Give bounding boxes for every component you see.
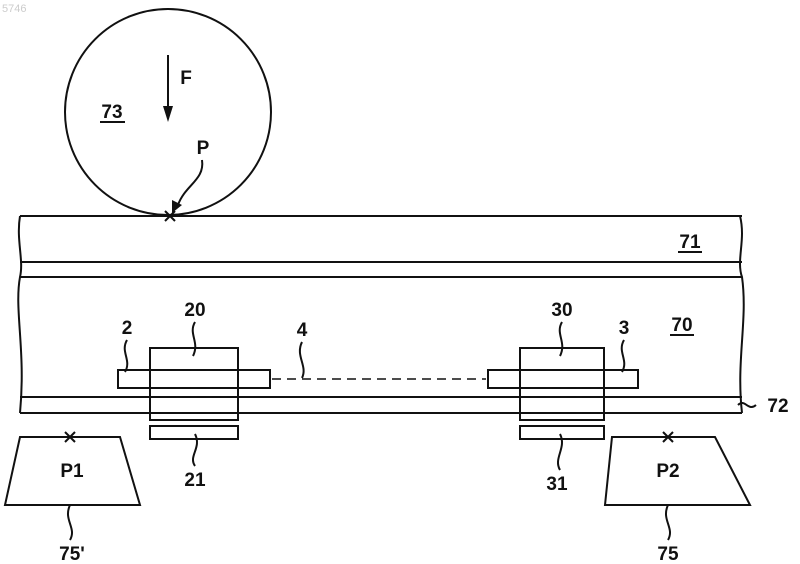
interface-layer-label: 72 bbox=[767, 396, 788, 417]
connection-leader bbox=[300, 342, 304, 378]
substrate-label: 70 bbox=[671, 315, 692, 336]
support-right-ref-label: 75 bbox=[657, 544, 679, 564]
contact-point-leader bbox=[178, 160, 202, 205]
pad-left bbox=[150, 426, 238, 439]
support-left-label: P1 bbox=[60, 461, 84, 482]
contact-point-label: P bbox=[197, 138, 210, 159]
roller-label: 73 bbox=[101, 102, 122, 123]
block-right bbox=[520, 348, 604, 420]
watermark: 5746 bbox=[2, 3, 26, 15]
block-right-leader bbox=[560, 322, 563, 356]
element-left-label: 2 bbox=[122, 318, 133, 339]
element-left bbox=[118, 370, 270, 388]
block-left-hidden-lines bbox=[152, 370, 236, 413]
block-left-label: 20 bbox=[184, 300, 205, 321]
layer-stack bbox=[18, 216, 743, 413]
support-right-leader bbox=[666, 505, 670, 540]
pad-left-label: 21 bbox=[184, 470, 206, 491]
block-right-label: 30 bbox=[551, 300, 572, 321]
support-left-ref-label: 75' bbox=[59, 544, 85, 564]
force-arrow bbox=[163, 55, 173, 122]
block-right-hidden-lines bbox=[522, 370, 602, 413]
element-right-leader bbox=[622, 340, 625, 372]
contact-point-arrowhead bbox=[172, 200, 182, 213]
support-left-leader bbox=[68, 505, 72, 540]
element-left-leader bbox=[125, 340, 128, 372]
pad-right-label: 31 bbox=[546, 474, 568, 495]
top-layer-label: 71 bbox=[679, 232, 701, 253]
connection-label: 4 bbox=[297, 320, 308, 341]
force-label: F bbox=[180, 68, 192, 89]
block-left-leader bbox=[193, 322, 196, 356]
element-right-label: 3 bbox=[619, 318, 630, 339]
block-left bbox=[150, 348, 238, 420]
element-right bbox=[488, 370, 638, 388]
support-right-label: P2 bbox=[656, 461, 679, 482]
